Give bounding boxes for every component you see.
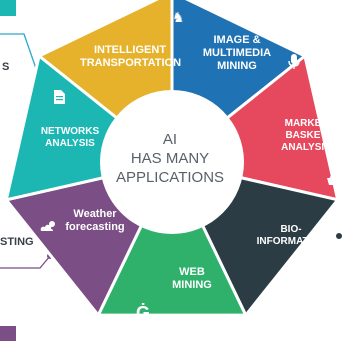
chess-knight-icon: ♞ bbox=[172, 9, 185, 25]
segment-label-market-basket-analysis: MARKET BASKET ANALYSIS bbox=[281, 118, 331, 153]
person-icon bbox=[266, 282, 282, 298]
microphone-icon bbox=[288, 54, 300, 72]
left-top-connector bbox=[0, 33, 41, 81]
left-bottom-connector bbox=[0, 255, 51, 269]
center-line-1: AI bbox=[162, 131, 178, 148]
basket-icon bbox=[326, 173, 340, 188]
segment-label-bio-informatics: BIO- INFORMATICS bbox=[256, 224, 326, 247]
center-line-2: HAS MANY bbox=[130, 150, 210, 167]
center-title: AI HAS MANY APPLICATIONS bbox=[100, 130, 240, 187]
segment-label-image-multimedia-mining: IMAGE & MULTIMEDIA MINING bbox=[202, 34, 272, 73]
weather-icon bbox=[40, 220, 58, 234]
segment-label-networks-analysis: NETWORKS ANALYSIS bbox=[40, 126, 100, 149]
segment-label-web-mining: WEB MINING bbox=[172, 266, 212, 292]
left-top-side-text: S bbox=[2, 61, 10, 73]
center-line-3: APPLICATIONS bbox=[115, 169, 225, 186]
right-connector-dot bbox=[336, 233, 342, 239]
document-icon bbox=[54, 90, 65, 106]
left-bottom-side-text: STING bbox=[0, 236, 34, 248]
segment-label-weather-forecasting: Weather forecasting bbox=[65, 208, 125, 234]
center-circle bbox=[100, 90, 244, 234]
segment-label-intelligent-transportation: INTELLIGENT TRANSPORTATION bbox=[80, 44, 182, 70]
left-bottom-box bbox=[0, 326, 16, 341]
google-g-icon: Ġ bbox=[136, 303, 151, 323]
left-top-box bbox=[0, 0, 16, 16]
